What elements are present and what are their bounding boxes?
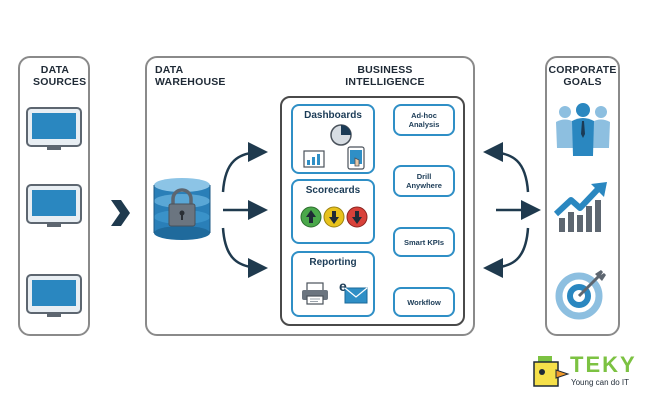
red-down-indicator-icon (346, 206, 368, 228)
green-up-indicator-icon (300, 206, 322, 228)
reporting-card: Reporting e (291, 251, 375, 317)
pie-chart-icon (330, 124, 352, 146)
yellow-down-indicator-icon (323, 206, 345, 228)
team-icon (556, 103, 610, 156)
bar-chart-icon (303, 150, 325, 168)
data-sources-title: DATA SOURCES (33, 64, 87, 88)
warehouse-to-bi-arrows (221, 142, 268, 278)
target-icon (555, 270, 606, 320)
data-warehouse-title: DATA WAREHOUSE (155, 64, 226, 88)
teky-mascot-logo (533, 356, 570, 387)
reporting-title: Reporting (309, 257, 357, 268)
scorecards-card: Scorecards (291, 179, 375, 244)
email-icon: e (339, 278, 368, 304)
smart-kpis-box: Smart KPIs (393, 227, 455, 257)
dashboards-card: Dashboards (291, 104, 375, 174)
chevron-right-icon (111, 200, 130, 226)
workflow-box: Workflow (393, 287, 455, 317)
tablet-touch-icon (347, 146, 365, 170)
growth-chart-icon (553, 182, 607, 232)
printer-icon (302, 282, 328, 305)
monitor-icon (26, 274, 82, 317)
bi-goals-arrows (483, 142, 541, 278)
scorecards-title: Scorecards (305, 185, 361, 196)
adhoc-analysis-box: Ad-hoc Analysis (393, 104, 455, 136)
dashboards-title: Dashboards (304, 110, 362, 121)
database-lock-icon (153, 178, 211, 240)
business-intelligence-title: BUSINESS INTELLIGENCE (345, 64, 425, 88)
drill-anywhere-box: Drill Anywhere (393, 165, 455, 197)
monitor-icon (26, 107, 82, 150)
monitor-icon (26, 184, 82, 227)
svg-text:e: e (339, 278, 347, 294)
logo-brand: TEKY (570, 352, 637, 377)
logo-tagline: Young can do IT (571, 378, 629, 387)
corporate-goals-title: CORPORATE GOALS (548, 64, 617, 88)
